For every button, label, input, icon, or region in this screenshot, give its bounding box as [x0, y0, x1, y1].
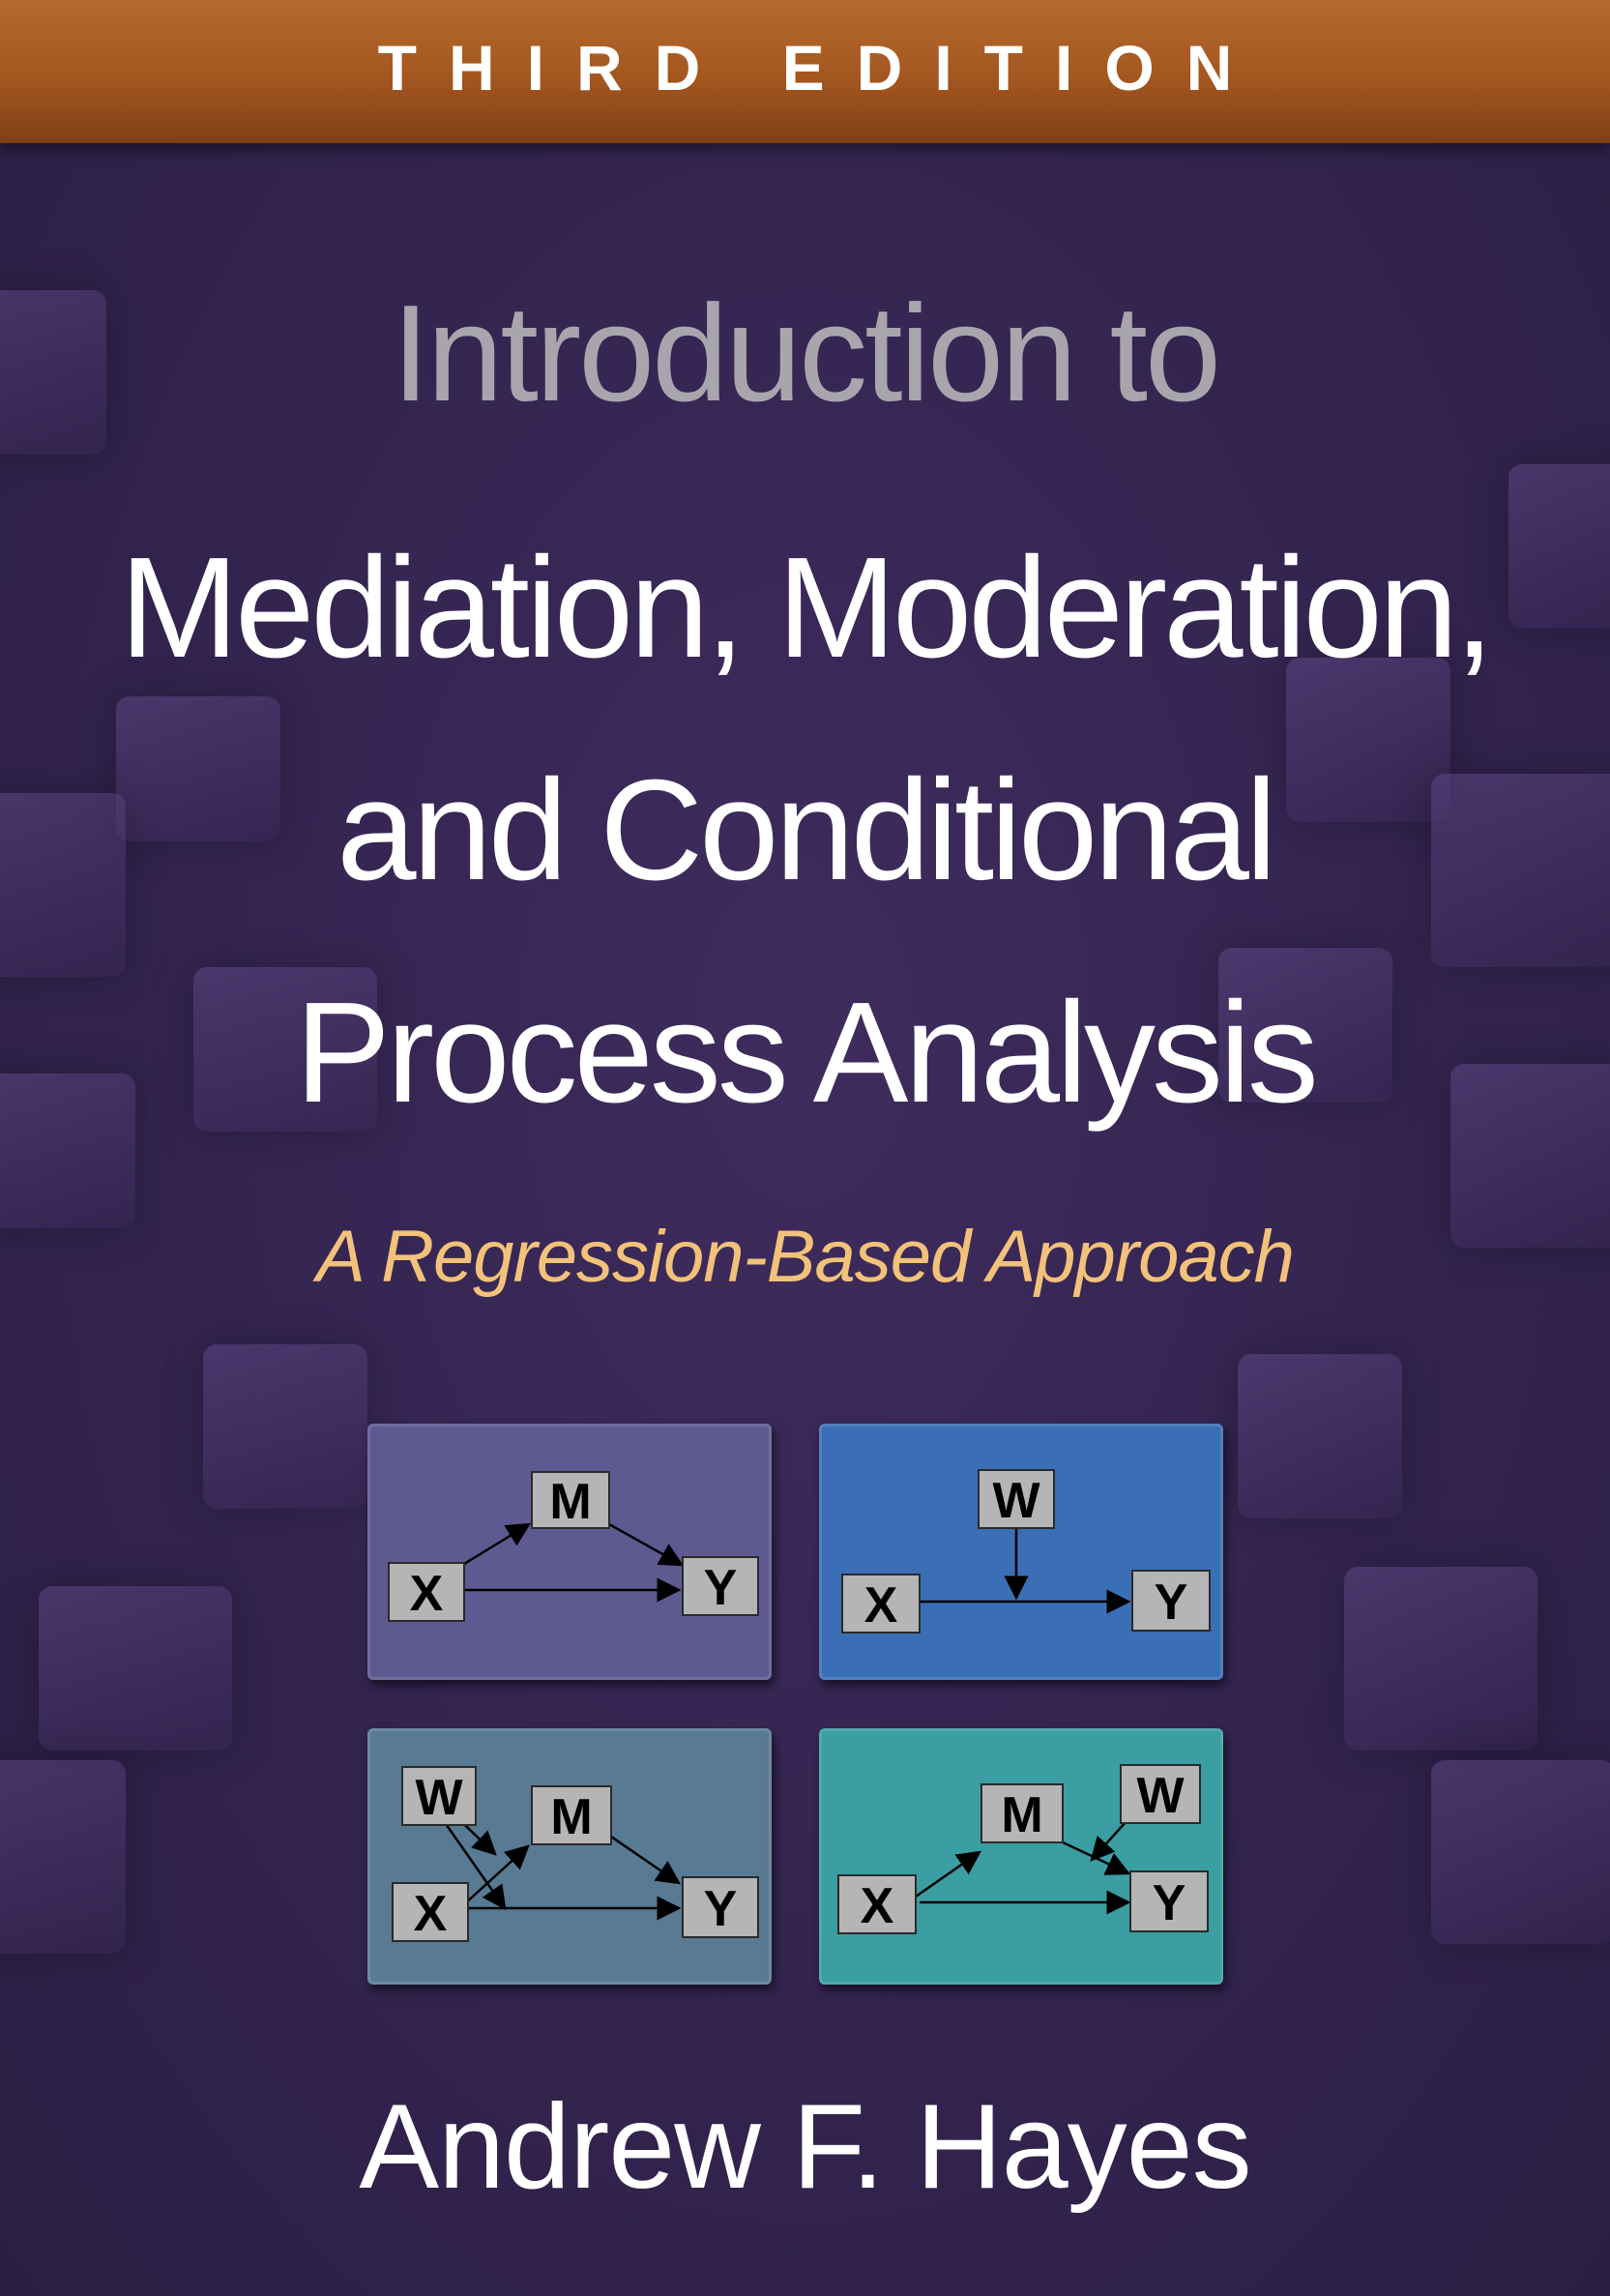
background-block	[39, 1586, 232, 1751]
title-line-2: and Conditional	[337, 751, 1277, 910]
node-y: Y	[682, 1876, 759, 1938]
author-name: Andrew F. Hayes	[359, 2080, 1251, 2214]
svg-text:M: M	[550, 1789, 592, 1845]
background-block	[1218, 948, 1392, 1103]
node-y: Y	[1129, 1870, 1209, 1932]
node-w: W	[978, 1469, 1055, 1529]
edition-label: THIRD EDITION	[377, 32, 1265, 103]
node-x: X	[837, 1874, 917, 1934]
background-block	[193, 967, 377, 1132]
background-block	[0, 290, 106, 455]
node-x: X	[841, 1574, 921, 1634]
background-block	[1286, 658, 1450, 822]
svg-text:Y: Y	[704, 1881, 738, 1937]
node-w: W	[401, 1766, 477, 1826]
title-line-1: Mediation, Moderation,	[119, 528, 1495, 688]
svg-text:Y: Y	[1155, 1575, 1188, 1631]
node-m: M	[531, 1785, 612, 1845]
moderated-mediation-diagram-1: W M X Y	[367, 1728, 772, 1985]
node-m: M	[531, 1471, 610, 1530]
node-x: X	[392, 1882, 469, 1942]
node-w: W	[1120, 1764, 1201, 1824]
background-block	[116, 696, 280, 841]
edition-banner: THIRD EDITION	[0, 0, 1610, 143]
background-block	[203, 1344, 367, 1509]
svg-text:X: X	[414, 1886, 448, 1942]
background-block	[1450, 1064, 1610, 1248]
svg-text:W: W	[992, 1473, 1040, 1529]
background-block	[1344, 1567, 1537, 1751]
svg-text:Y: Y	[1153, 1875, 1186, 1931]
background-block	[0, 1074, 135, 1228]
background-block	[1508, 464, 1610, 629]
background-block	[1238, 1354, 1402, 1518]
moderated-mediation-diagram-2: M W X Y	[819, 1728, 1223, 1985]
svg-text:W: W	[415, 1770, 463, 1826]
title-line-3: Process Analysis	[295, 973, 1319, 1133]
svg-text:W: W	[1136, 1768, 1185, 1824]
svg-text:X: X	[864, 1577, 898, 1634]
svg-text:X: X	[410, 1566, 444, 1622]
node-m: M	[981, 1783, 1064, 1843]
node-y: Y	[682, 1556, 759, 1616]
node-x: X	[388, 1562, 465, 1622]
svg-text:M: M	[549, 1474, 591, 1530]
subtitle: A Regression-Based Approach	[316, 1216, 1295, 1298]
svg-text:Y: Y	[704, 1560, 738, 1616]
background-block	[1431, 774, 1610, 967]
background-block	[0, 1760, 126, 1954]
svg-text:M: M	[1001, 1787, 1042, 1843]
moderation-diagram: W X Y	[819, 1424, 1223, 1680]
mediation-diagram: M X Y	[367, 1424, 772, 1680]
background-block	[0, 793, 126, 977]
title-intro: Introduction to	[392, 277, 1221, 430]
svg-text:X: X	[861, 1878, 894, 1934]
node-y: Y	[1131, 1570, 1211, 1632]
background-block	[1431, 1760, 1610, 1944]
